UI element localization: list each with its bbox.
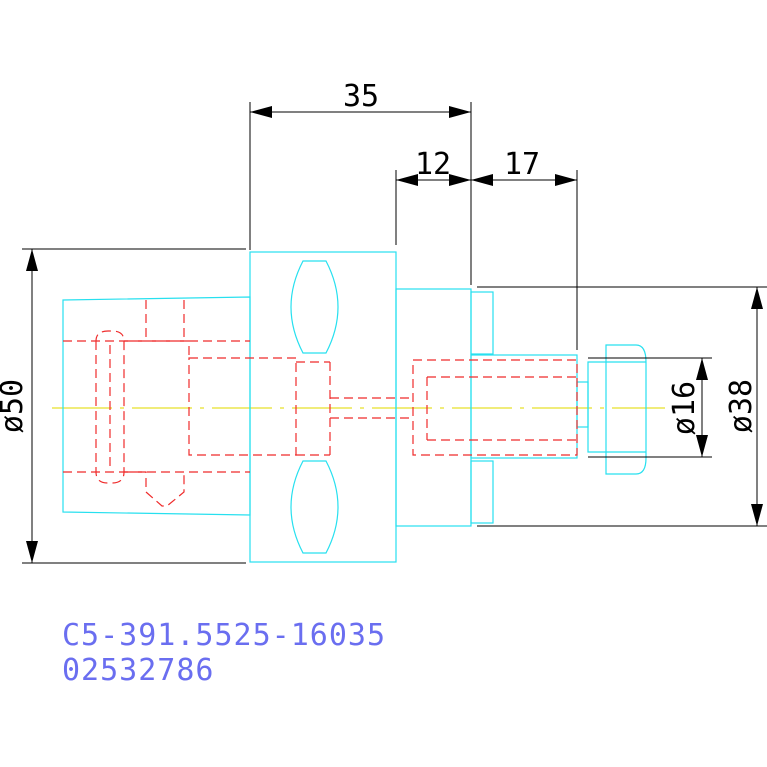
dim-length-total: 35 bbox=[343, 79, 379, 114]
drive-slot-bottom bbox=[290, 460, 339, 554]
drive-slot-top bbox=[290, 260, 339, 354]
dim-length-b: 17 bbox=[504, 147, 540, 182]
item-code: 02532786 bbox=[62, 653, 215, 688]
part-number: C5-391.5525-16035 bbox=[62, 618, 386, 653]
nut bbox=[587, 344, 647, 475]
spigot bbox=[470, 354, 578, 459]
flange bbox=[249, 251, 397, 563]
nut-neck bbox=[576, 381, 589, 428]
dim-length-a: 12 bbox=[415, 147, 451, 182]
pad-top bbox=[470, 291, 494, 355]
hidden-features bbox=[63, 300, 578, 507]
dim-dia-bore: ø16 bbox=[667, 381, 702, 435]
dim-dia-outer: ø50 bbox=[0, 379, 30, 433]
dim-dia-shank: ø38 bbox=[724, 379, 759, 433]
dimensions bbox=[22, 102, 767, 564]
pad-bottom bbox=[470, 460, 494, 524]
tapered-body bbox=[62, 296, 251, 516]
part-outline bbox=[62, 251, 647, 563]
